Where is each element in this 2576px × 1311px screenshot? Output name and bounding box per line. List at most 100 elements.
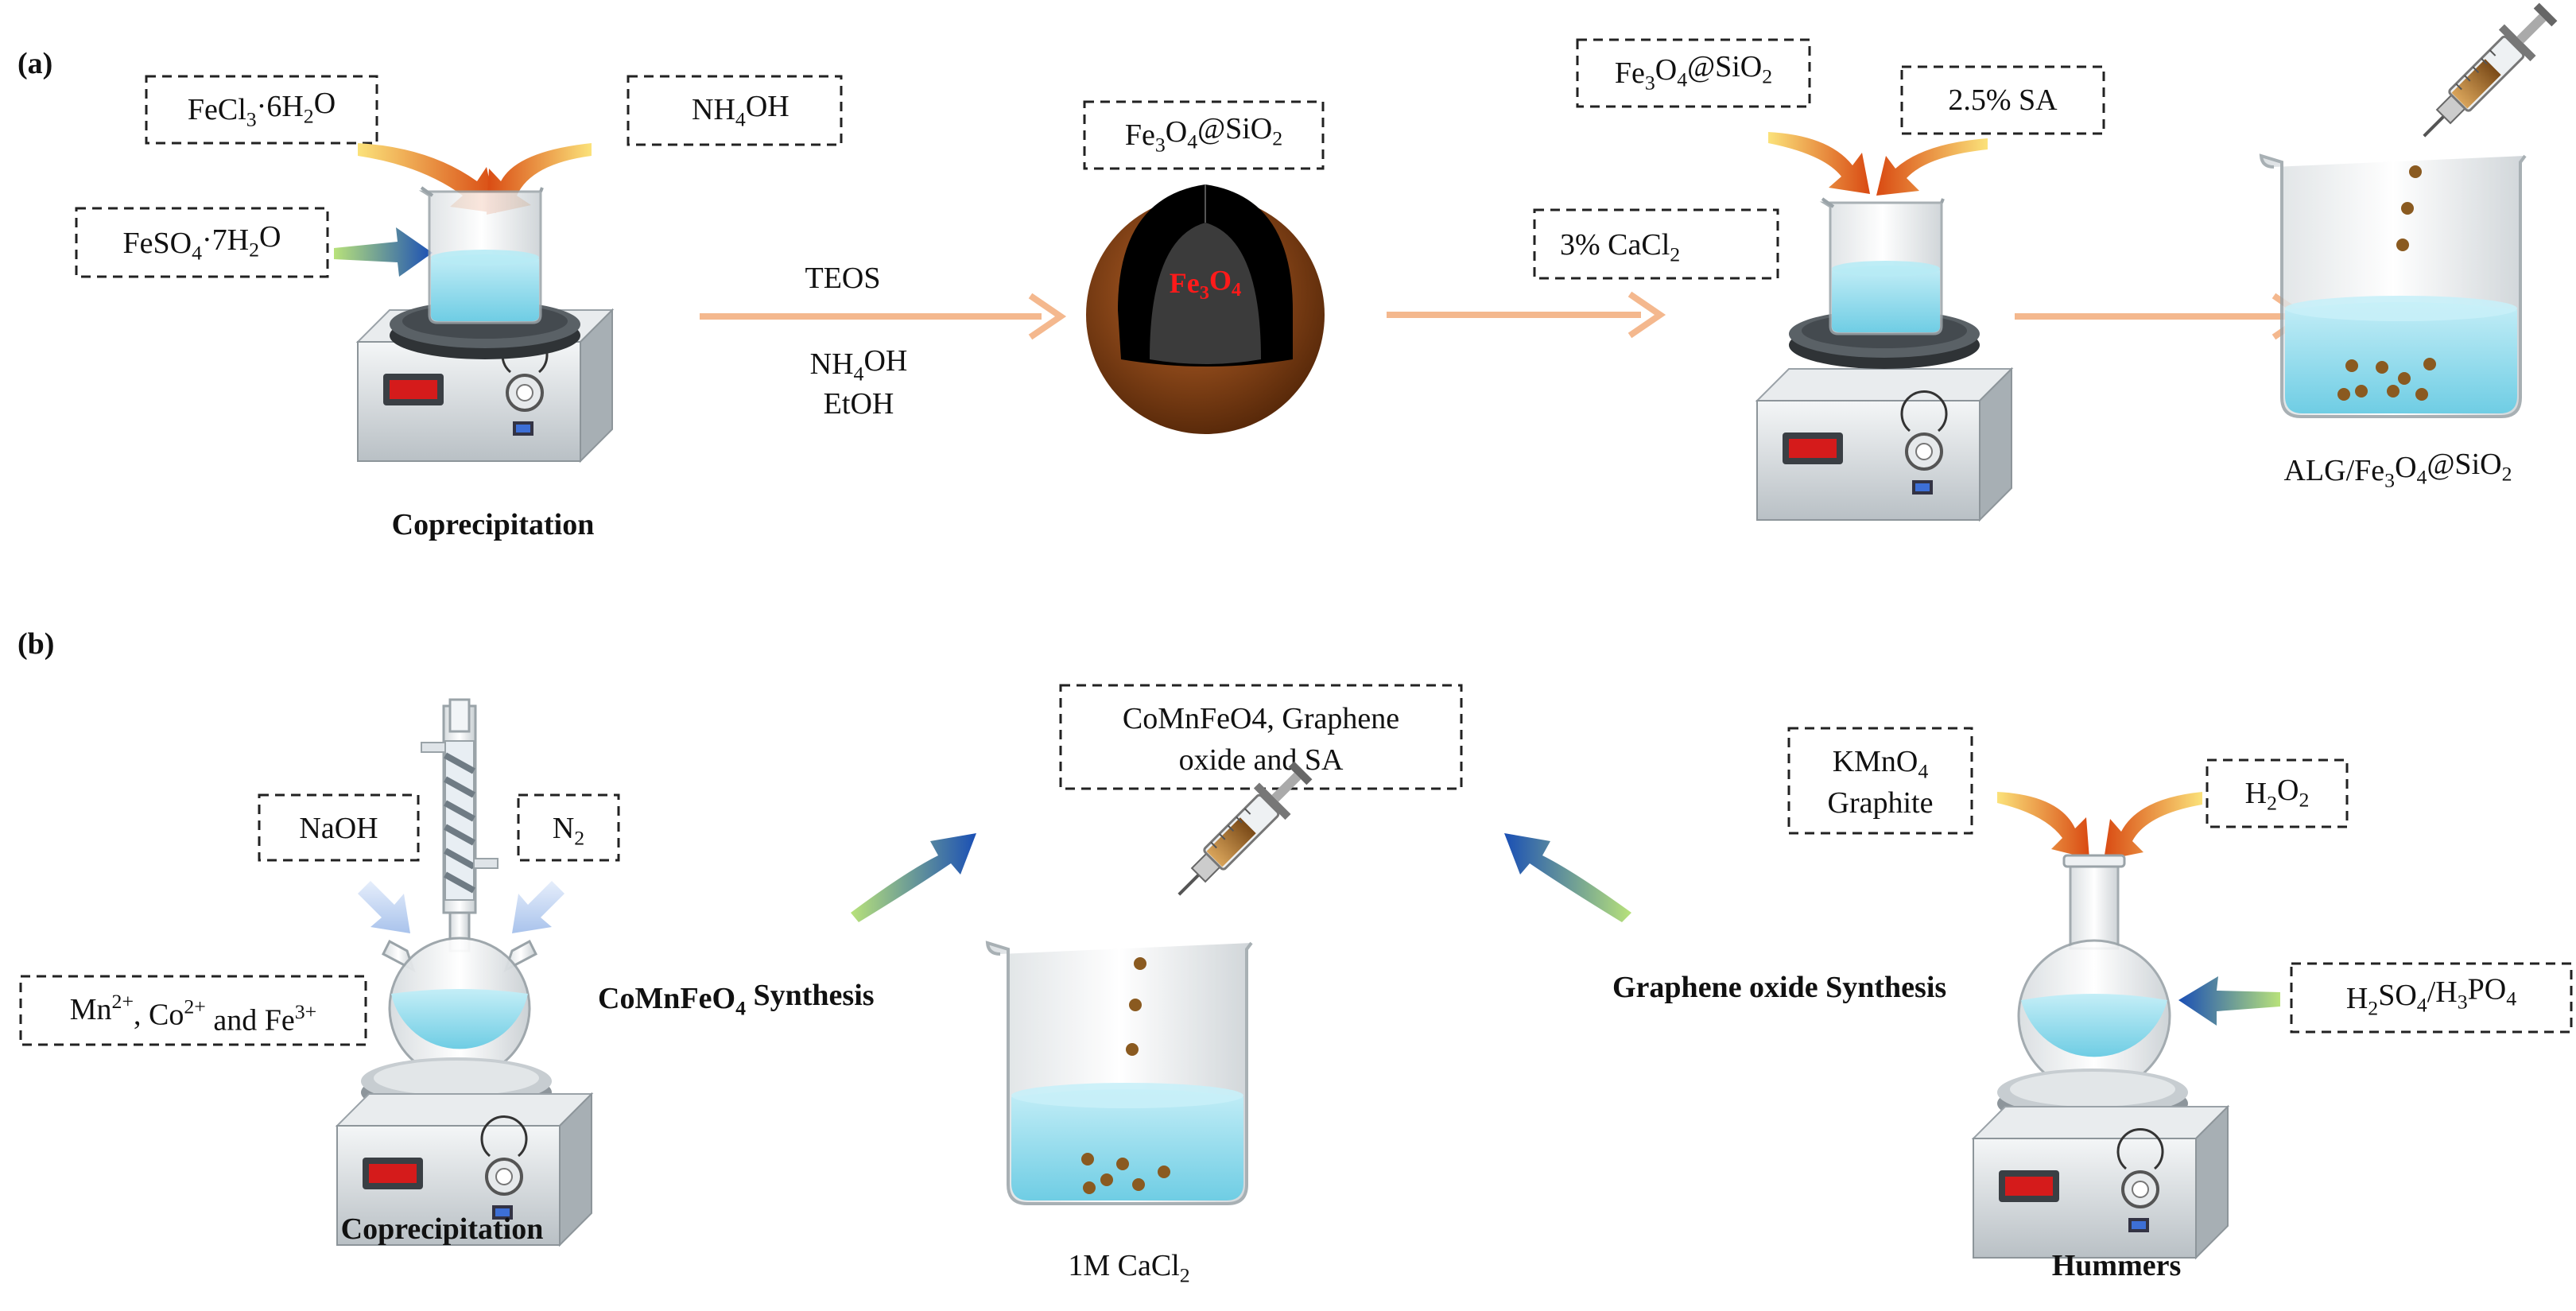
hot-arrow-icon (1768, 132, 1988, 196)
core-shell-segment: O (1166, 115, 1187, 149)
core-segment: 4 (1232, 279, 1241, 301)
reagent-box-ions: Mn2+, Co2+ and Fe3+ (19, 975, 367, 1046)
nh4oh-segment: 4 (735, 107, 746, 130)
nh4oh-segment: OH (746, 90, 789, 123)
fecl3-segment: O (314, 87, 336, 120)
step-label-hummers: Hummers (2052, 1249, 2182, 1282)
fecl3-segment: 2 (304, 104, 314, 127)
core-shell-segment: 2 (1272, 126, 1282, 149)
feso4-segment: 4 (192, 241, 202, 264)
syringe-icon (2408, 0, 2564, 152)
etoh-segment: EtOH (824, 387, 894, 421)
product-segment: ALG/Fe (2283, 454, 2384, 487)
svg-text:FeSO4·7H2O: FeSO4·7H2O (123, 220, 281, 264)
nh4oh-segment: OH (863, 344, 907, 378)
blue-arrow-icon (851, 833, 976, 922)
core-shell-segment: 2 (1762, 64, 1772, 87)
svg-text:FeCl3·6H2O: FeCl3·6H2O (188, 87, 336, 130)
fecl3-segment: FeCl (188, 93, 246, 126)
acids-segment: 4 (2417, 993, 2427, 1016)
ions-segment: 2+ (184, 995, 205, 1018)
panel-a-tag: (a) (17, 47, 52, 80)
sa-segment: 2.5% SA (1948, 83, 2058, 117)
blue-arrow-icon (1504, 833, 1631, 922)
product-segment: 2 (2502, 462, 2512, 485)
ions-segment: and Fe (206, 1003, 295, 1037)
round-bottom-flask (2017, 854, 2171, 1093)
acids-segment: 4 (2506, 987, 2516, 1010)
mix-segment: CoMnFeO4, Graphene (1123, 702, 1399, 735)
step-label-coprecipitation-b: Coprecipitation (341, 1212, 544, 1246)
product-label: ALG/Fe3O4@SiO2 (2283, 448, 2512, 491)
svg-text:Fe3O4@SiO2: Fe3O4@SiO2 (1615, 50, 1772, 94)
product-segment: 3 (2384, 468, 2395, 491)
svg-text:NaOH: NaOH (299, 812, 378, 845)
acids-segment: /H (2427, 975, 2458, 1009)
feso4-segment: 2 (249, 238, 259, 261)
reagent-box-naoh: NaOH (258, 793, 420, 862)
acids-segment: 3 (2458, 990, 2468, 1013)
panel-tag-segment: (a) (17, 47, 52, 80)
step-segment: Hummers (2052, 1249, 2182, 1282)
teos-segment: TEOS (805, 262, 881, 295)
svg-text:CoMnFeO4, Graphene: CoMnFeO4, Graphene (1123, 702, 1399, 735)
h2o2-segment: 2 (2299, 788, 2309, 811)
panel-tag-segment: (b) (17, 627, 54, 661)
alginate-bead-beaker (2260, 154, 2527, 418)
beaker-2 (1821, 197, 1945, 336)
synthesis-segment: CoMnFeO (598, 982, 735, 1015)
reagent-box-core-shell-input: Fe3O4@SiO2 (1576, 38, 1811, 108)
core-shell-segment: Fe (1615, 56, 1645, 90)
ions-segment: Mn (70, 993, 112, 1026)
synthesis-label-comnfeo4: CoMnFeO4 Synthesis (598, 979, 875, 1019)
svg-text:2.5% SA: 2.5% SA (1948, 83, 2058, 117)
nh4oh-segment: NH (810, 347, 854, 381)
reagent-box-core-shell: Fe3O4@SiO2 (1083, 100, 1325, 170)
acids-segment: SO (2378, 979, 2417, 1012)
nh4oh-segment: 4 (854, 362, 864, 385)
core-shell-segment: @SiO (1687, 50, 1762, 83)
n2-segment: 2 (574, 826, 584, 849)
synthesis-segment: Graphene oxide Synthesis (1612, 971, 1946, 1004)
reagent-box-acids: H2SO4/H3PO4 (2290, 962, 2573, 1034)
reagent-box-n2: N2 (517, 793, 620, 862)
fecl3-segment: ·6H (257, 90, 304, 123)
fecl3-segment: 3 (246, 107, 257, 130)
svg-text:Fe3O4@SiO2: Fe3O4@SiO2 (1125, 112, 1282, 156)
synthesis-segment: 4 (735, 996, 746, 1019)
core-label: Fe3O4 (1170, 264, 1241, 304)
synthesis-label-graphene-oxide: Graphene oxide Synthesis (1612, 971, 1946, 1004)
acids-segment: H (2346, 982, 2368, 1015)
arrow-label-nh4oh: NH4OH (810, 344, 908, 385)
core-shell-segment: 4 (1677, 68, 1687, 91)
svg-text:NH4OH: NH4OH (692, 90, 789, 130)
reagent-box-nh4oh: NH4OH (627, 75, 843, 146)
three-neck-flask (382, 937, 537, 1080)
svg-text:H2SO4/H3PO4: H2SO4/H3PO4 (2346, 972, 2516, 1019)
h2o2-segment: 2 (2267, 791, 2277, 814)
bath-segment: 1M CaCl (1068, 1249, 1179, 1282)
core-segment: Fe (1170, 267, 1200, 299)
hot-arrow-icon (1997, 792, 2202, 860)
reagent-box-cacl2: 3% CaCl2 (1533, 208, 1779, 280)
core-segment: O (1209, 264, 1232, 296)
n2-segment: N (553, 812, 574, 845)
core-segment: 3 (1200, 282, 1209, 304)
svg-text:N2: N2 (553, 812, 584, 849)
cacl2-segment: 2 (1670, 242, 1680, 266)
stirrer-setup-2 (1755, 367, 2013, 522)
step-label-coprecipitation-a: Coprecipitation (392, 508, 595, 541)
product-segment: @SiO (2427, 448, 2501, 481)
mix-segment: oxide and SA (1179, 743, 1344, 777)
naoh-segment: NaOH (299, 812, 378, 845)
ions-segment: 3+ (295, 1000, 316, 1023)
panel-b-tag: (b) (17, 627, 54, 661)
ions-segment: 2+ (112, 990, 134, 1013)
reagent-box-fecl3: FeCl3·6H2O (145, 75, 378, 145)
calcium-chloride-bath (986, 941, 1253, 1205)
svg-text:Graphite: Graphite (1828, 786, 1934, 820)
beaker-1 (420, 186, 544, 324)
stirrer-setup-b2 (1972, 1105, 2229, 1259)
ions-segment: , Co (134, 999, 184, 1032)
